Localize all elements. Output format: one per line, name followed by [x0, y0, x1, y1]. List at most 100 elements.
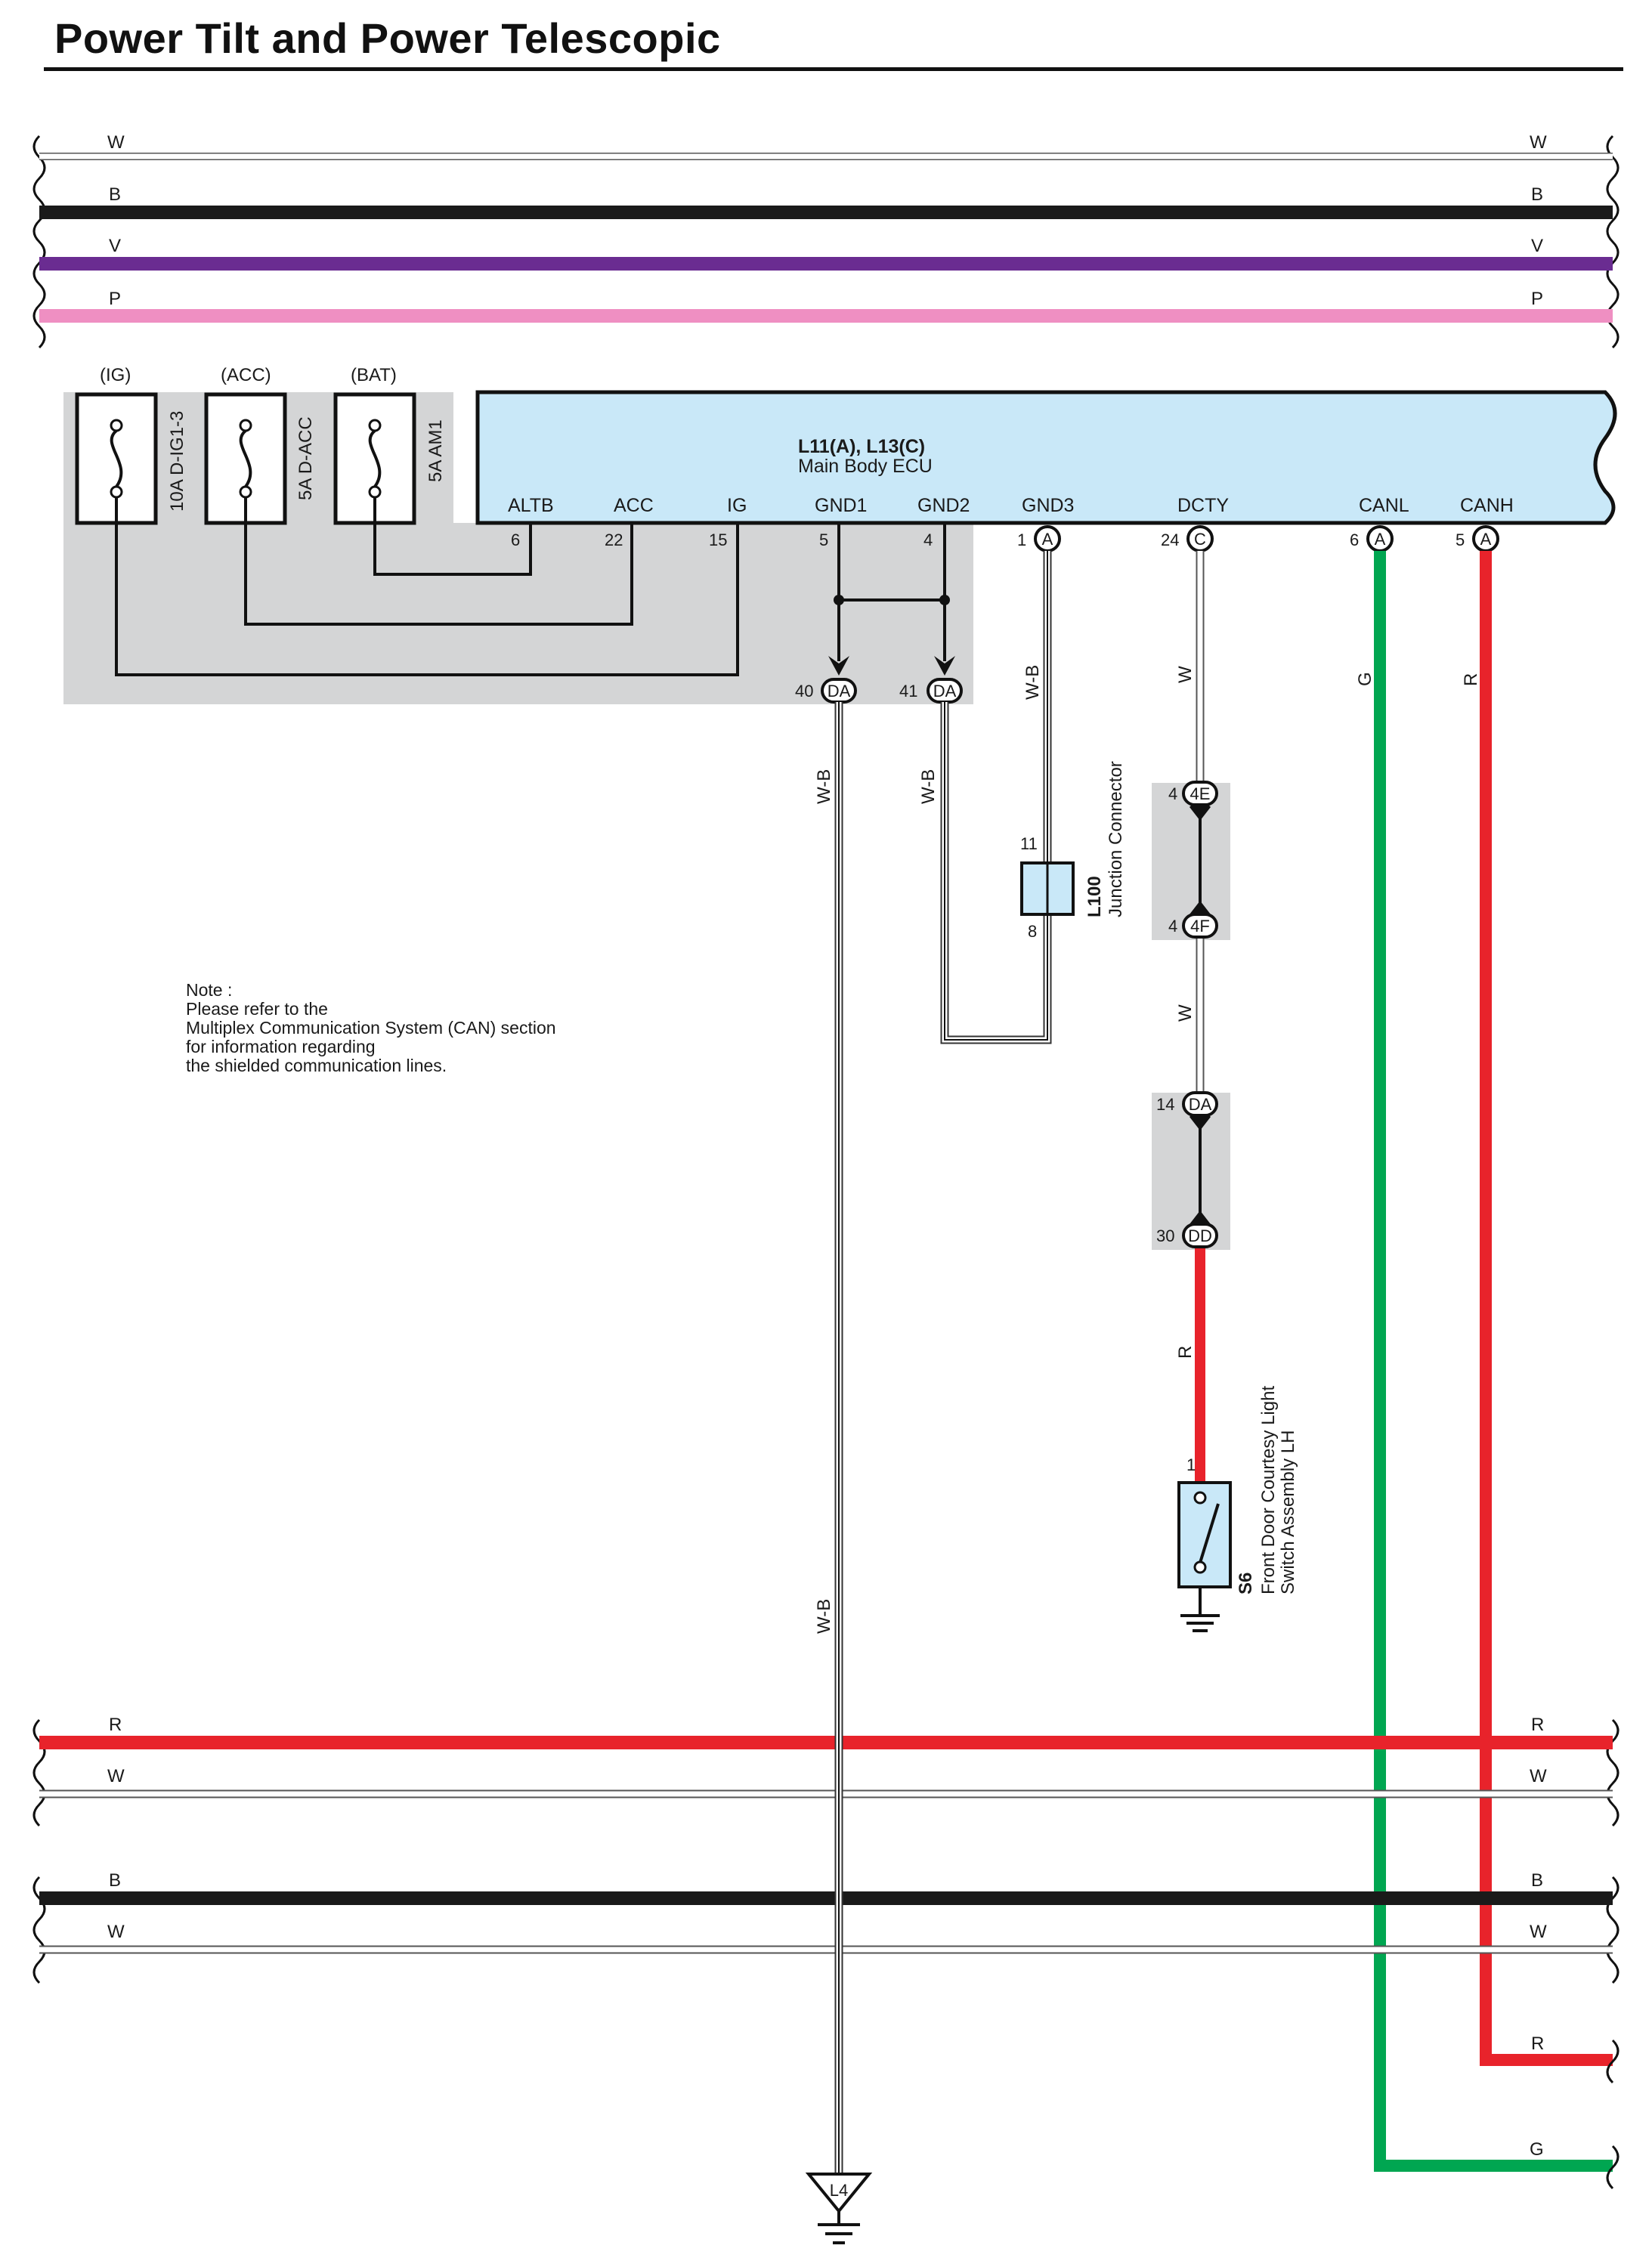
svg-text:4F: 4F	[1190, 917, 1210, 936]
bottom-bus: R R W W B B W W	[32, 1715, 1620, 1984]
l100-name: Junction Connector	[1106, 761, 1126, 917]
can-break-g	[1606, 2145, 1620, 2190]
wire-label: G	[1355, 672, 1375, 686]
ecu-terminal-name: DCTY	[1177, 495, 1229, 516]
wire-label: W	[1175, 1004, 1196, 1022]
connector-badge-canh: A	[1472, 525, 1499, 552]
svg-text:DA: DA	[828, 682, 851, 701]
ecu-terminal-name: CANH	[1460, 495, 1514, 516]
bus-label: W	[107, 1922, 125, 1942]
l100-code: L100	[1084, 876, 1105, 917]
svg-text:4E: 4E	[1190, 784, 1211, 803]
bus-label: W	[1530, 1766, 1547, 1786]
ecu-pin-number: 5	[819, 530, 828, 549]
svg-text:DA: DA	[1189, 1095, 1212, 1114]
fuse-name: 5A D-ACC	[295, 416, 316, 500]
bus-label: P	[1531, 289, 1543, 309]
bus-break-left	[32, 1718, 46, 1827]
wire-fuse-acc-to-acc	[244, 497, 633, 626]
wire-label: W-B	[918, 769, 939, 804]
wire-label: W-B	[1022, 665, 1043, 700]
junction-connector-l100: 11 8 L100 Junction Connector	[1020, 761, 1126, 941]
can-break-r	[1606, 2039, 1620, 2084]
wire-label: R	[1175, 1346, 1196, 1359]
ground-splice: DA 40 DA 41	[795, 523, 963, 704]
wire-label: W	[1175, 666, 1196, 683]
svg-text:DD: DD	[1188, 1226, 1212, 1245]
main-body-ecu: L11(A), L13(C) Main Body ECU ALTB ACC IG…	[475, 390, 1617, 552]
inline-connector-dd: DD 30	[1156, 1223, 1218, 1248]
wire-gnd2-loop	[940, 702, 1052, 1044]
s6-pin: 1	[1186, 1455, 1196, 1474]
ecu-terminal-name: ACC	[614, 495, 654, 516]
ecu-terminal-name: GND1	[815, 495, 867, 516]
connector-badge-gnd3: A	[1034, 525, 1061, 552]
svg-text:Note :: Note :	[186, 980, 232, 1000]
connector-badge-dcty: C	[1186, 525, 1214, 552]
svg-text:DA: DA	[933, 682, 957, 701]
top-bus: W W B B V V P P	[32, 132, 1620, 349]
wire-fuse-ig-to-ig	[115, 497, 739, 676]
bus-label: V	[109, 236, 121, 256]
ground-point-label: L4	[830, 2181, 848, 2200]
svg-text:14: 14	[1156, 1095, 1174, 1114]
svg-text:30: 30	[1156, 1226, 1174, 1245]
bus-label: V	[1531, 236, 1543, 256]
fuse-name: 10A D-IG1-3	[167, 411, 187, 512]
svg-text:4: 4	[1168, 784, 1177, 803]
fuse-supply-label: (IG)	[100, 365, 131, 385]
inline-connector-4e: 4E 4	[1168, 781, 1218, 806]
wire-label: G	[1530, 2139, 1544, 2160]
ecu-code: L11(A), L13(C)	[798, 436, 925, 457]
bus-label: B	[1531, 184, 1543, 205]
ecu-name: Main Body ECU	[798, 456, 933, 477]
door-courtesy-switch-s6: 1 S6 Front Door Courtesy Light Switch As…	[1177, 1386, 1298, 1632]
svg-text:A: A	[1480, 530, 1492, 549]
title-rule	[44, 67, 1623, 71]
svg-text:for information regarding: for information regarding	[186, 1037, 376, 1056]
ecu-terminal-name: GND3	[1022, 495, 1074, 516]
wire-label: W-B	[814, 1599, 834, 1634]
ground-point-l4: L4	[805, 2173, 873, 2244]
fuse-supply-label: (BAT)	[351, 365, 397, 385]
page-title: Power Tilt and Power Telescopic	[54, 14, 721, 62]
ecu-pin-number: 1	[1017, 530, 1026, 549]
wire-canh	[1480, 551, 1613, 2066]
ecu-pin-number: 22	[605, 530, 623, 549]
svg-text:4: 4	[1168, 917, 1177, 936]
dcty-chain: 4E 4 4F 4 DA 14 DD 30 W W R	[1152, 551, 1230, 1483]
l100-pin-bottom: 8	[1028, 922, 1037, 941]
bus-label: W	[1530, 1922, 1547, 1942]
bus-break-right	[1606, 1718, 1620, 1827]
ecu-pin-number: 6	[1350, 530, 1359, 549]
s6-name-2: Switch Assembly LH	[1278, 1430, 1298, 1594]
svg-text:C: C	[1194, 530, 1206, 549]
fuse-name: 5A AM1	[425, 419, 446, 482]
fuse-acc	[204, 392, 287, 525]
ecu-pin-number: 5	[1456, 530, 1465, 549]
s6-code: S6	[1236, 1573, 1256, 1594]
wire-label: W-B	[814, 769, 834, 804]
svg-text:Please refer to the: Please refer to the	[186, 999, 328, 1019]
bus-label: W	[107, 1766, 125, 1786]
ecu-pin-number: 24	[1161, 530, 1179, 549]
bus-label: B	[109, 184, 121, 205]
wire-fuse-bat-to-altb	[373, 497, 532, 576]
fuse-supply-label: (ACC)	[221, 365, 271, 385]
inline-connector-4f: 4F 4	[1168, 913, 1218, 939]
svg-text:A: A	[1042, 530, 1053, 549]
bus-label: P	[109, 289, 121, 309]
bus-label: W	[107, 132, 125, 153]
wire-label: R	[1531, 2033, 1544, 2054]
bus-label: B	[1531, 1870, 1543, 1891]
connector-badge-canl: A	[1366, 525, 1394, 552]
svg-text:A: A	[1375, 530, 1386, 549]
ecu-pin-number: 4	[923, 530, 933, 549]
svg-text:the shielded communication lin: the shielded communication lines.	[186, 1056, 447, 1075]
fuse-panel-shade	[63, 392, 973, 704]
bus-break-left	[32, 135, 46, 349]
bus-label: B	[109, 1870, 121, 1891]
junction-connector-da-40: DA 40	[795, 678, 857, 704]
wire-label: R	[1461, 673, 1481, 686]
